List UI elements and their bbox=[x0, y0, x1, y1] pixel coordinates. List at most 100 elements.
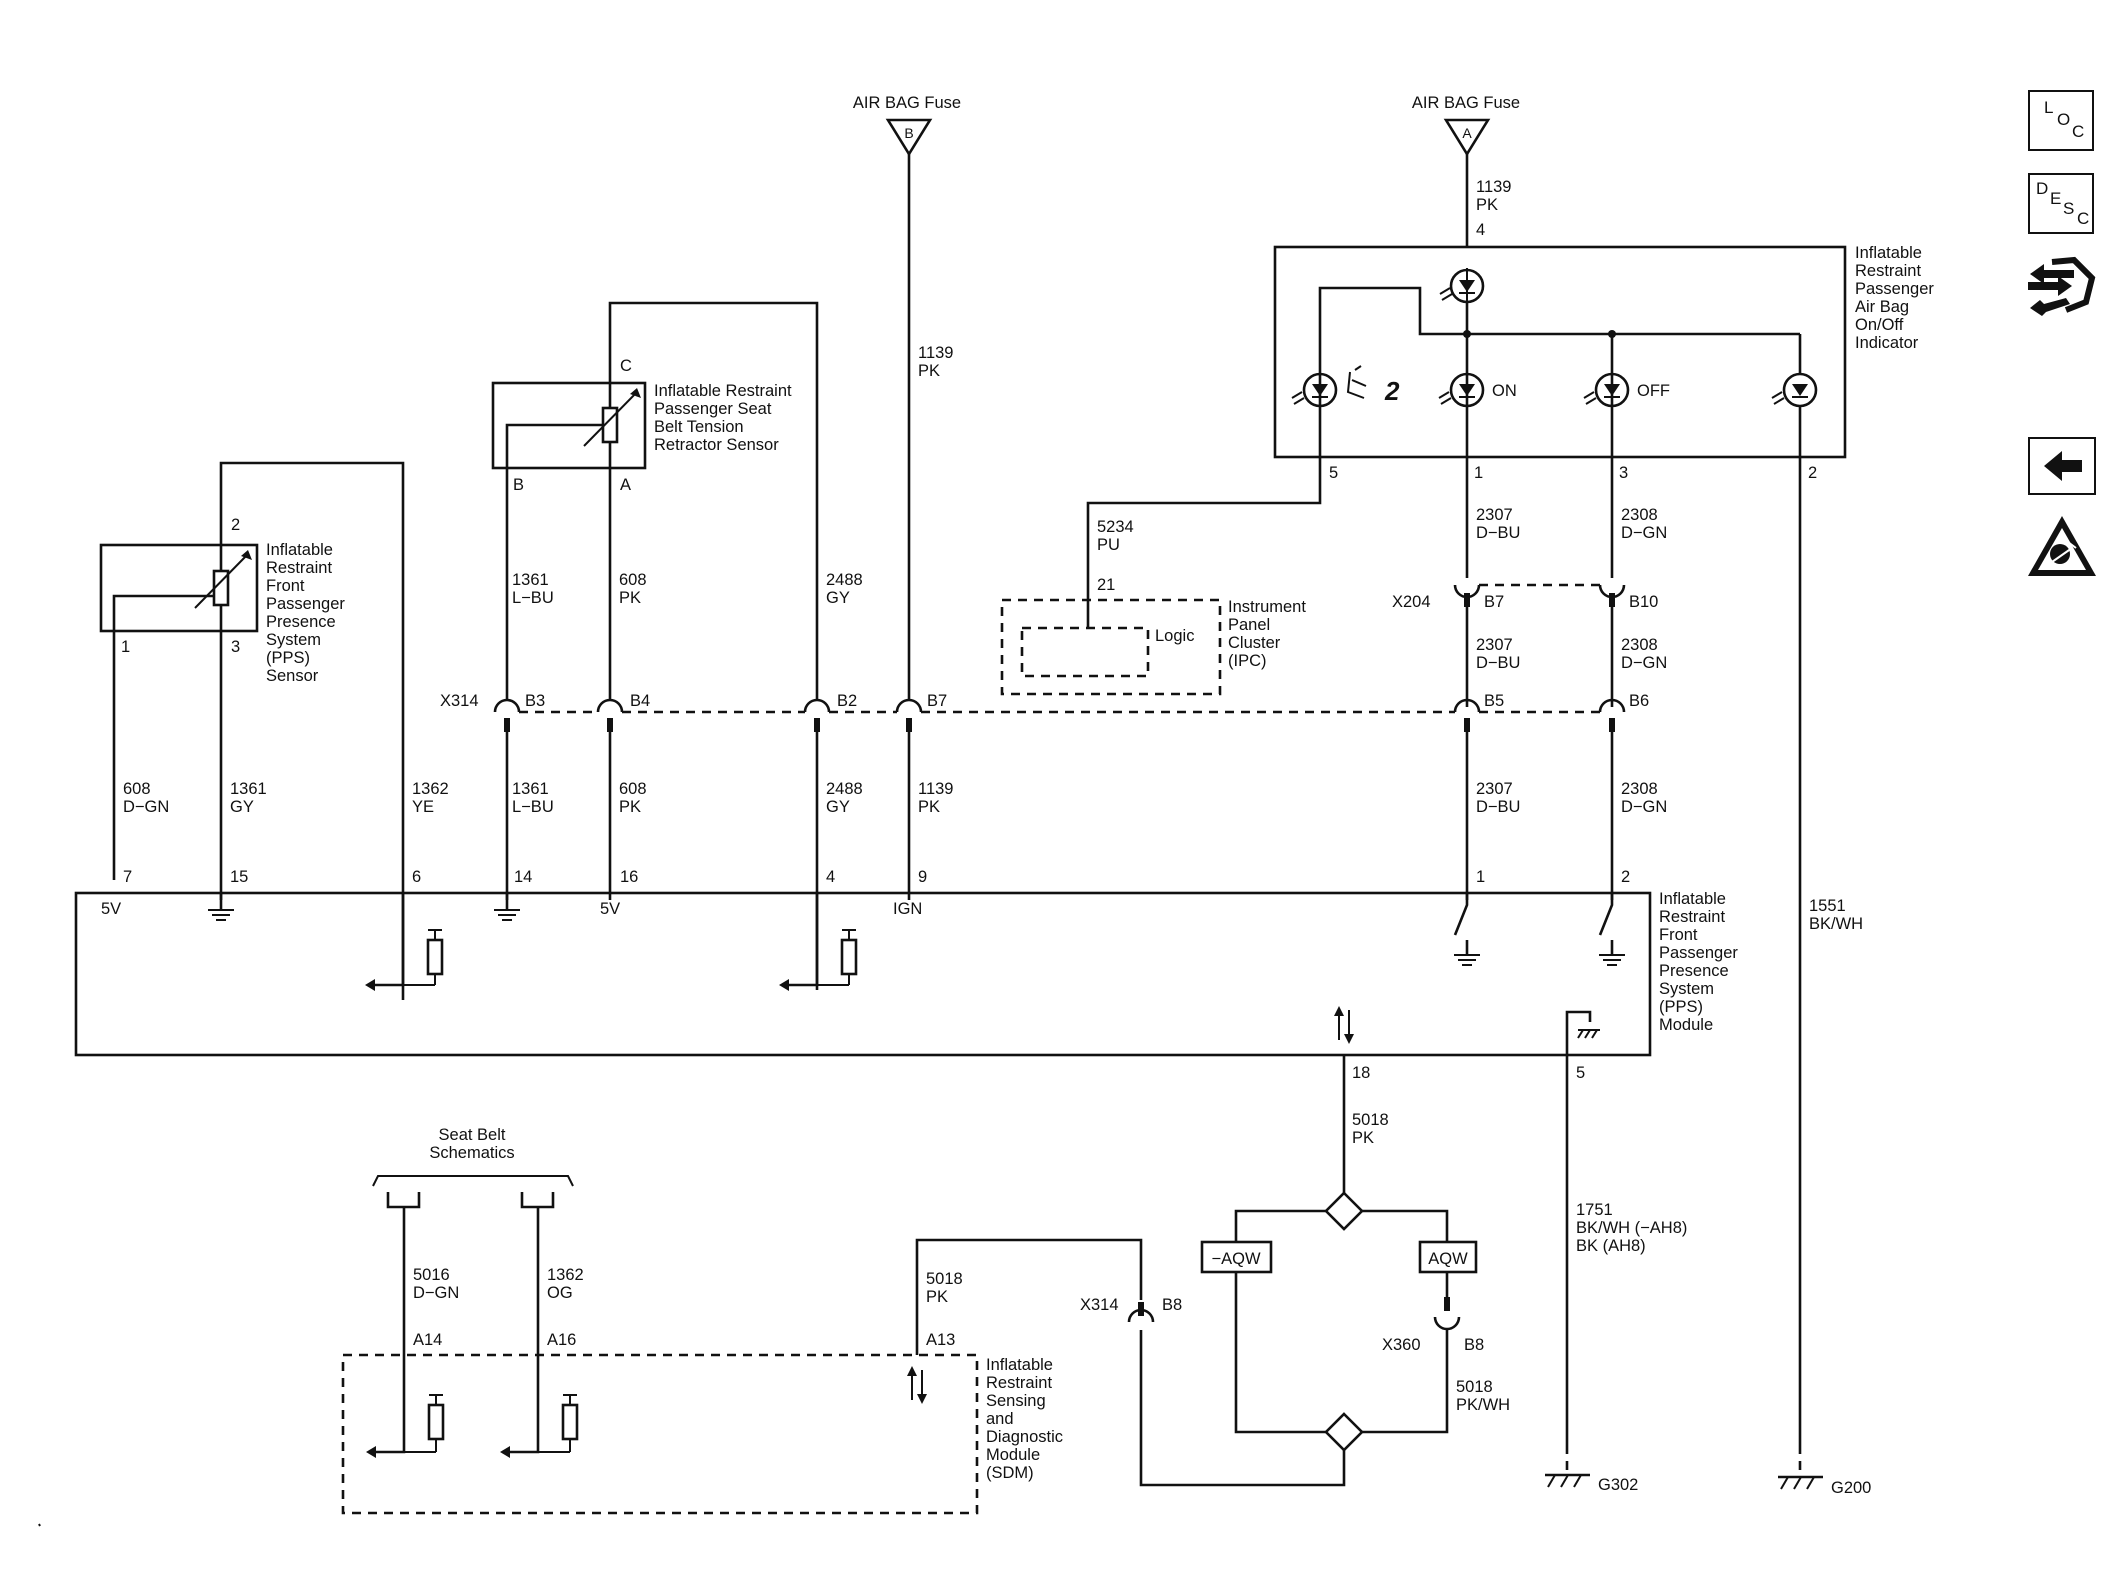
wire-1362-og-num: 1362 bbox=[547, 1266, 584, 1284]
ipc-logic-label: Logic bbox=[1155, 627, 1194, 645]
svg-text:Air Bag: Air Bag bbox=[1855, 298, 1909, 316]
wire-2308-mid-num: 2308 bbox=[1621, 636, 1658, 654]
wire-608-pk-upper-color: PK bbox=[619, 589, 641, 607]
sdm-pin-a13: A13 bbox=[926, 1331, 955, 1349]
warning-icon[interactable] bbox=[2024, 512, 2100, 582]
svg-text:Sensing: Sensing bbox=[986, 1392, 1046, 1410]
ind-pin-2: 2 bbox=[1808, 464, 1817, 482]
description-button[interactable]: D E S C bbox=[2028, 173, 2094, 234]
wire-2307-lower-color: D−BU bbox=[1476, 798, 1520, 816]
ind-internal-feed bbox=[1318, 286, 1467, 373]
wire-2488-lower-color: GY bbox=[826, 798, 850, 816]
svg-text:Passenger Seat: Passenger Seat bbox=[654, 400, 772, 418]
svg-text:Front: Front bbox=[266, 577, 305, 595]
connector-x314-b8: X314 B8 bbox=[1080, 1296, 1182, 1323]
wire-1139-b-color: PK bbox=[918, 362, 940, 380]
wire-5018-top-color: PK bbox=[1352, 1129, 1374, 1147]
fuse-b-symbol: AIR BAG Fuse B bbox=[853, 94, 961, 157]
wire-1139-lower-num: 1139 bbox=[918, 780, 953, 798]
mod-pin-9: 9 bbox=[918, 868, 927, 886]
svg-text:Passenger: Passenger bbox=[1659, 944, 1738, 962]
svg-text:Restraint: Restraint bbox=[1855, 262, 1921, 280]
mod-pin-2: 2 bbox=[1621, 868, 1630, 886]
svg-text:Restraint: Restraint bbox=[266, 559, 332, 577]
pullup-resistor-icon bbox=[366, 1355, 445, 1458]
indicator-led-4 bbox=[1771, 372, 1818, 457]
ground-icon bbox=[494, 893, 520, 921]
svg-text:B5: B5 bbox=[1484, 692, 1504, 710]
indicator-title: Inflatable Restraint Passenger Air Bag O… bbox=[1855, 244, 1934, 352]
switch-ground-icon bbox=[1598, 893, 1625, 966]
wire-1361-lbu-lower-color: L−BU bbox=[512, 798, 554, 816]
svg-text:Diagnostic: Diagnostic bbox=[986, 1428, 1063, 1446]
svg-text:Restraint: Restraint bbox=[986, 1374, 1052, 1392]
pps-sensor-box bbox=[99, 543, 259, 633]
mod-pin-6: 6 bbox=[412, 868, 421, 886]
svg-text:Front: Front bbox=[1659, 926, 1698, 944]
fuse-a-symbol: AIR BAG Fuse A bbox=[1412, 94, 1520, 157]
wire-1139-a-num: 1139 bbox=[1476, 178, 1511, 196]
indicator-led-seatbelt bbox=[1291, 372, 1338, 457]
back-arrow-icon[interactable] bbox=[2028, 437, 2096, 495]
wire-1751-color-alt: BK (AH8) bbox=[1576, 1237, 1646, 1255]
indicator-led-on bbox=[1438, 372, 1485, 408]
svg-text:X204: X204 bbox=[1392, 593, 1431, 611]
wire-2308-lower-num: 2308 bbox=[1621, 780, 1658, 798]
svg-text:B8: B8 bbox=[1464, 1336, 1484, 1354]
svg-text:X314: X314 bbox=[1080, 1296, 1119, 1314]
svg-text:Belt Tension: Belt Tension bbox=[654, 418, 744, 436]
fuse-a-letter: A bbox=[1462, 125, 1472, 141]
indicator-on-label: ON bbox=[1492, 382, 1517, 400]
wire-1361-lbu-upper-color: L−BU bbox=[512, 589, 554, 607]
wire-2308-mid-color: D−GN bbox=[1621, 654, 1667, 672]
svg-text:B8: B8 bbox=[1162, 1296, 1182, 1314]
serial-data-icon bbox=[907, 1366, 927, 1404]
ipc-box bbox=[1000, 598, 1222, 696]
connector-view-icon[interactable] bbox=[2022, 250, 2102, 326]
ind-pin-4: 4 bbox=[1476, 221, 1485, 239]
wire-608-dgn-color: D−GN bbox=[123, 798, 169, 816]
fuse-a-label: AIR BAG Fuse bbox=[1412, 94, 1520, 112]
svg-text:B7: B7 bbox=[1484, 593, 1504, 611]
ground-g200-label: G200 bbox=[1831, 1479, 1871, 1497]
wire-5016-color: D−GN bbox=[413, 1284, 459, 1302]
neg-aqw-label: −AQW bbox=[1211, 1250, 1260, 1268]
connector-x360: X360 B8 bbox=[1382, 1297, 1484, 1354]
splice-diamond-top bbox=[1324, 1191, 1364, 1231]
wire-1139-a-color: PK bbox=[1476, 196, 1498, 214]
svg-text:X360: X360 bbox=[1382, 1336, 1421, 1354]
ind-pin-3: 3 bbox=[1619, 464, 1628, 482]
chassis-ground-icon bbox=[1778, 1475, 1823, 1490]
ipc-pin-21: 21 bbox=[1097, 576, 1115, 594]
splice-diamond-bottom bbox=[1324, 1412, 1364, 1452]
mod-pin-18: 18 bbox=[1352, 1064, 1370, 1082]
pullup-resistor-icon bbox=[500, 1355, 579, 1458]
fuse-b-label: AIR BAG Fuse bbox=[853, 94, 961, 112]
ret-pin-a: A bbox=[620, 476, 631, 494]
location-button[interactable]: L O C bbox=[2028, 90, 2094, 151]
mod-pin-15: 15 bbox=[230, 868, 248, 886]
indicator-led-off bbox=[1583, 372, 1630, 408]
retractor-sensor-resistor bbox=[505, 383, 641, 468]
pps-module-label: Inflatable Restraint Front Passenger Pre… bbox=[1659, 890, 1738, 1034]
wire-5018-pkwh-color: PK/WH bbox=[1456, 1396, 1510, 1414]
svg-text:B10: B10 bbox=[1629, 593, 1658, 611]
chassis-ground-icon bbox=[1545, 1473, 1590, 1488]
wire-2308-upper-color: D−GN bbox=[1621, 524, 1667, 542]
sdm-label: Inflatable Restraint Sensing and Diagnos… bbox=[986, 1356, 1063, 1482]
svg-text:System: System bbox=[1659, 980, 1714, 998]
ind-pin-1: 1 bbox=[1474, 464, 1483, 482]
pullup-resistor-icon bbox=[365, 893, 444, 991]
wire-2488-loop bbox=[608, 301, 819, 700]
chassis-ground-icon bbox=[1565, 1010, 1600, 1055]
wire-2307-mid-color: D−BU bbox=[1476, 654, 1520, 672]
wire-2308-upper-num: 2308 bbox=[1621, 506, 1658, 524]
svg-text:Passenger: Passenger bbox=[266, 595, 345, 613]
svg-text:B3: B3 bbox=[525, 692, 545, 710]
retractor-sensor-label: Inflatable Restraint Passenger Seat Belt… bbox=[654, 382, 792, 454]
wire-5018-pkwh-num: 5018 bbox=[1456, 1378, 1493, 1396]
wire-1361-lbu-lower-num: 1361 bbox=[512, 780, 549, 798]
wire-608-pk-lower-num: 608 bbox=[619, 780, 647, 798]
sdm-pin-a14: A14 bbox=[413, 1331, 442, 1349]
svg-text:and: and bbox=[986, 1410, 1014, 1428]
